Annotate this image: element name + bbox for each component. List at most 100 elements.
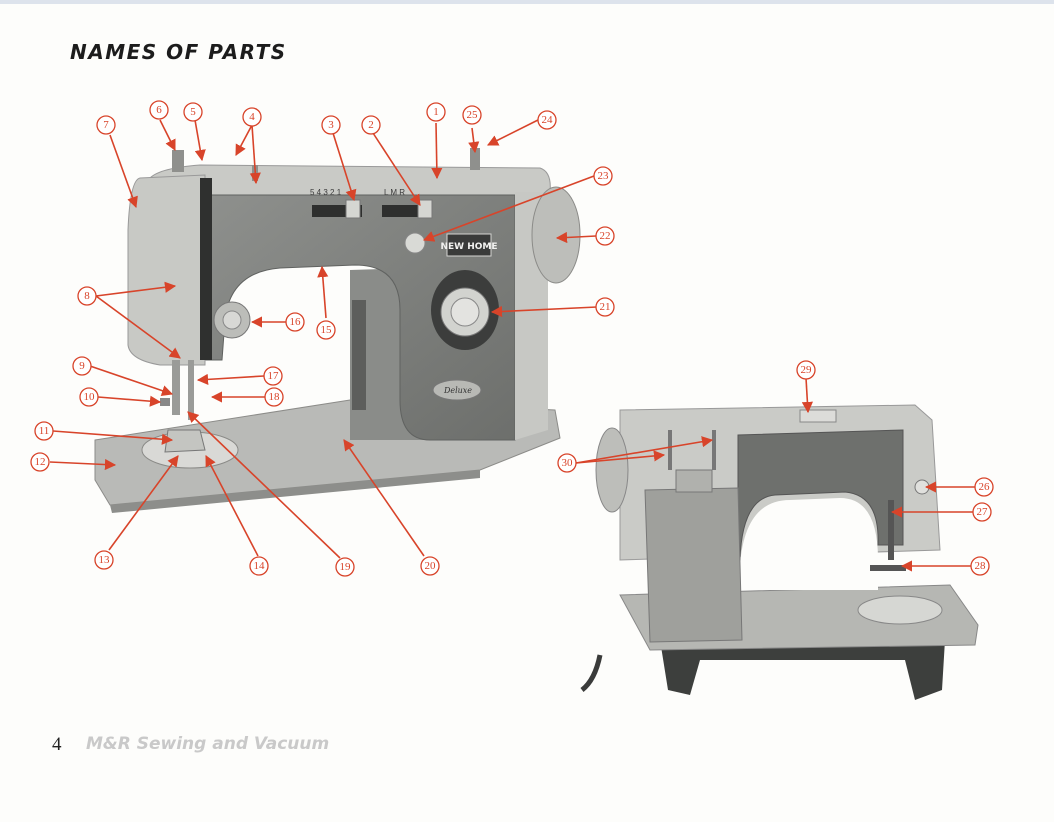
spool-pin-back-left: [668, 430, 672, 470]
svg-text:28: 28: [975, 560, 987, 572]
callout-6: 6: [149, 100, 169, 120]
svg-text:9: 9: [79, 360, 85, 372]
svg-text:12: 12: [35, 456, 46, 468]
hand-wheel: [531, 186, 581, 284]
callout-7: 7: [96, 115, 116, 135]
stitch-width-scale: 5 4 3 2 1: [310, 188, 342, 197]
buttonhole-knob: [404, 232, 426, 254]
back-needle-bar: [888, 500, 894, 560]
stitch-dial-center: [450, 297, 480, 327]
bed-edge: [110, 470, 480, 513]
svg-text:3: 3: [328, 119, 334, 131]
svg-text:1: 1: [433, 106, 439, 118]
svg-text:20: 20: [425, 560, 437, 572]
page-title: NAMES OF PARTS: [70, 40, 287, 64]
callout-28: 28: [970, 556, 990, 576]
callout-20: 20: [420, 556, 440, 576]
svg-text:16: 16: [290, 316, 302, 328]
page-number: 4: [52, 734, 62, 755]
bobbin-winder-stop: [172, 150, 184, 172]
callout-12: 12: [30, 452, 50, 472]
back-panel: [737, 429, 904, 561]
callout-3: 3: [321, 115, 341, 135]
back-rear-panel: [644, 487, 743, 643]
svg-text:26: 26: [979, 481, 991, 493]
callout-23: 23: [593, 166, 613, 186]
svg-text:25: 25: [467, 109, 479, 121]
window-top-border: [0, 0, 1054, 4]
svg-text:7: 7: [103, 119, 109, 131]
callout-27: 27: [972, 502, 992, 522]
pillar-vent: [352, 300, 366, 410]
presser-bar: [188, 360, 194, 420]
callout-30: 30: [557, 453, 577, 473]
callout-19: 19: [335, 557, 355, 577]
back-hand-wheel: [595, 427, 629, 513]
needle-position-scale: L M R: [384, 188, 405, 197]
needle-clamp-screw: [160, 398, 170, 406]
callout-5: 5: [183, 102, 203, 122]
svg-text:29: 29: [801, 364, 813, 376]
callout-22: 22: [595, 226, 615, 246]
needle-position-lever: [417, 199, 433, 219]
svg-text:27: 27: [977, 506, 989, 518]
back-presser-lifter: [870, 565, 906, 571]
callout-10: 10: [79, 387, 99, 407]
callout-29: 29: [796, 360, 816, 380]
svg-text:4: 4: [249, 111, 255, 123]
callout-16: 16: [285, 312, 305, 332]
front-machine-illustration: 5 4 3 2 1 L M R NEW HOME Deluxe: [94, 148, 581, 513]
callout-11: 11: [34, 421, 54, 441]
svg-text:24: 24: [542, 114, 554, 126]
spool-pin-right: [470, 148, 480, 170]
brand-badge: [446, 233, 492, 257]
face-cover: [127, 174, 206, 366]
callout-8: 8: [77, 286, 97, 306]
back-needle-plate: [857, 595, 943, 625]
svg-text:23: 23: [598, 170, 610, 182]
stitch-width-lever: [345, 199, 361, 219]
callout-14: 14: [249, 556, 269, 576]
svg-text:22: 22: [600, 230, 611, 242]
svg-text:10: 10: [84, 391, 96, 403]
top-cover-lid: [799, 409, 837, 423]
svg-text:2: 2: [368, 119, 374, 131]
svg-text:8: 8: [84, 290, 90, 302]
svg-text:17: 17: [268, 370, 280, 382]
callout-26: 26: [974, 477, 994, 497]
svg-text:14: 14: [254, 560, 266, 572]
svg-text:18: 18: [269, 391, 281, 403]
back-throat: [740, 498, 878, 590]
presser-foot: [164, 429, 206, 453]
svg-text:19: 19: [340, 561, 352, 573]
svg-text:15: 15: [321, 324, 333, 336]
callout-17: 17: [263, 366, 283, 386]
back-machine-illustration: [580, 404, 979, 700]
watermark-text: M&R Sewing and Vacuum: [86, 734, 330, 754]
machine-cabinet-base: [660, 640, 945, 700]
callout-25: 25: [462, 105, 482, 125]
callout-1: 1: [426, 102, 446, 122]
model-badge: [432, 379, 482, 401]
svg-text:11: 11: [39, 425, 50, 437]
svg-text:21: 21: [600, 301, 611, 313]
leader-lines: [49, 119, 975, 572]
callout-2: 2: [361, 115, 381, 135]
needle-bar: [172, 360, 180, 415]
svg-text:5: 5: [190, 106, 196, 118]
brand-badge-text: NEW HOME: [440, 242, 497, 252]
callout-21: 21: [595, 297, 615, 317]
thread-take-up-slot: [200, 178, 212, 360]
callout-24: 24: [537, 110, 557, 130]
spool-pin-back-right: [712, 430, 716, 470]
front-panel: [204, 194, 516, 441]
svg-text:6: 6: [156, 104, 162, 116]
model-badge-text: Deluxe: [443, 386, 472, 395]
callout-18: 18: [264, 387, 284, 407]
power-cord: [580, 654, 603, 692]
callout-4: 4: [242, 107, 262, 127]
needle-position-slot: [382, 205, 422, 217]
tension-dial-center: [222, 310, 242, 330]
callout-13: 13: [94, 550, 114, 570]
